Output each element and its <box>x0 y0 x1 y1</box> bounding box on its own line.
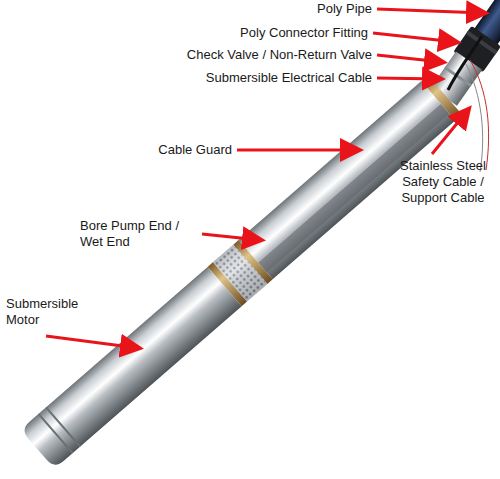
part-label: Poly Pipe <box>317 1 372 17</box>
part-label: Bore Pump End / Wet End <box>80 218 198 250</box>
part-label: Submersible Motor <box>6 296 88 328</box>
safety-cable <box>466 64 483 172</box>
part-label: Poly Connector Fitting <box>240 25 368 41</box>
safety-cable <box>470 60 489 170</box>
pump-body <box>20 75 462 469</box>
part-label: Stainless Steel Safety Cable / Support C… <box>388 158 498 206</box>
part-label: Submersible Electrical Cable <box>206 70 372 86</box>
part-label: Check Valve / Non-Return Valve <box>187 47 372 63</box>
electrical-cable <box>448 36 482 90</box>
part-label: Cable Guard <box>158 142 232 158</box>
